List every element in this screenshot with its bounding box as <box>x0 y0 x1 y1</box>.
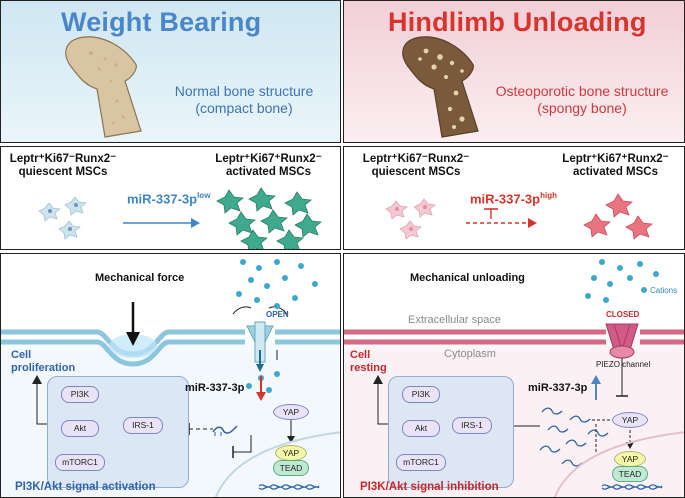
quiescent-msc-label: Leptr⁺Ki67⁻Runx2⁻ quiescent MSCs <box>354 153 478 179</box>
activated-msc-name: Leptr⁺Ki67⁺Runx2⁻ <box>562 153 669 165</box>
closed-label: CLOSED <box>606 310 640 319</box>
outcome-line2: resting <box>350 362 387 374</box>
extracellular-label: Extracellular space <box>408 314 501 326</box>
yap-node: YAP <box>612 412 648 428</box>
dna <box>601 484 663 490</box>
akt-node: Akt <box>402 420 440 437</box>
piezo-channel-label: PIEZO channel <box>596 360 651 369</box>
panel-mechanotransduction-unloading: Mechanical unloading Cations Extracellul… <box>343 253 685 498</box>
activation-arrowhead <box>191 218 200 228</box>
cations <box>236 259 318 393</box>
outcome-line1: Cell <box>11 349 32 361</box>
quiescent-msc-sub: quiescent MSCs <box>18 166 108 178</box>
irs1-node: IRS-1 <box>123 417 163 434</box>
mirna-high-base: miR-337-3p <box>470 191 541 207</box>
mirna-low-label: miR-337-3plow <box>127 191 210 206</box>
open-label: OPEN <box>266 310 289 319</box>
panel-msc-weight-bearing: Leptr⁺Ki67⁻Runx2⁻ quiescent MSCs Leptr⁺K… <box>0 146 341 250</box>
mirna-arrow-label: miR-337-3p <box>528 382 588 394</box>
cations-label: Cations <box>650 286 678 295</box>
quiescent-msc-name: Leptr⁺Ki67⁻Runx2⁻ <box>362 153 470 165</box>
tead-node: TEAD <box>612 466 648 482</box>
mirna-low-sup: low <box>197 191 211 200</box>
closed-piezo-channel <box>605 323 639 359</box>
mechanical-force-label: Mechanical force <box>95 272 185 284</box>
cell-membrane <box>344 329 684 345</box>
activated-msc-label: Leptr⁺Ki67⁺Runx2⁻ activated MSCs <box>548 153 683 179</box>
title-weight-bearing: Weight Bearing <box>61 7 262 37</box>
quiescent-msc-label: Leptr⁺Ki67⁻Runx2⁻ quiescent MSCs <box>1 153 125 179</box>
activated-cells <box>216 187 322 249</box>
bone-desc-line2: (compact bone) <box>195 100 293 116</box>
msc-activation-graphic <box>38 187 322 249</box>
yap-node: YAP <box>273 404 309 420</box>
bone-osteoporotic-illustration <box>402 36 479 138</box>
outcome-line2: proliferation <box>11 362 76 374</box>
panel-weight-bearing-bone: Weight Bearing Normal bone structure (co… <box>0 0 341 143</box>
panel-hindlimb-unloading-bone: Hindlimb Unloading Osteoporotic bone str… <box>343 0 685 143</box>
mtorc1-node: mTORC1 <box>396 454 446 471</box>
mirna-up-arrow <box>591 375 601 384</box>
open-piezo-channel <box>232 306 288 372</box>
activated-msc-label: Leptr⁺Ki67⁺Runx2⁻ activated MSCs <box>201 153 336 179</box>
mirna-hairpin <box>212 425 238 434</box>
cytoplasm-label: Cytoplasm <box>444 348 496 360</box>
panel-msc-unloading: Leptr⁺Ki67⁻Runx2⁻ quiescent MSCs Leptr⁺K… <box>343 146 685 250</box>
pi3k-node: PI3K <box>61 386 99 403</box>
dna <box>258 484 320 490</box>
activated-msc-sub: activated MSCs <box>225 166 311 178</box>
bone-desc-line1: Osteoporotic bone structure <box>495 83 669 99</box>
mtorc1-node: mTORC1 <box>55 454 105 471</box>
activated-cells <box>583 193 653 240</box>
pathway-caption: PI3K/Akt signal activation <box>15 481 156 493</box>
bone-desc-line1: Normal bone structure <box>174 83 314 99</box>
panel-mechanotransduction-weight-bearing: Mechanical force OPEN Cell proliferation… <box>0 253 341 498</box>
mirna-high-sup: high <box>540 191 557 200</box>
title-hindlimb-unloading: Hindlimb Unloading <box>388 7 647 37</box>
cations <box>585 259 659 303</box>
quiescent-cells <box>385 198 436 240</box>
bone-normal-illustration <box>65 36 142 138</box>
outcome-label: Cell resting <box>350 349 387 375</box>
tead-node: TEAD <box>273 460 309 476</box>
activation-arrowhead <box>528 218 537 228</box>
signaling-diagram-right <box>344 259 684 497</box>
bone-desc-line2: (spongy bone) <box>537 100 627 116</box>
quiescent-cells <box>38 196 87 240</box>
mechanical-unloading-label: Mechanical unloading <box>410 272 525 284</box>
mirna-down-arrow <box>256 392 266 401</box>
activated-msc-sub: activated MSCs <box>572 166 658 178</box>
yap-nuclear-node: YAP <box>614 451 646 467</box>
quiescent-msc-sub: quiescent MSCs <box>371 166 461 178</box>
pi3k-node: PI3K <box>402 386 440 403</box>
pathway-caption: PI3K/Akt signal inhibition <box>360 481 499 493</box>
outcome-line1: Cell <box>350 349 371 361</box>
msc-activation-blocked-graphic <box>385 193 653 240</box>
mirna-hairpins <box>539 407 609 467</box>
outcome-label: Cell proliferation <box>11 349 75 375</box>
nucleus-membrane <box>214 431 340 497</box>
akt-node: Akt <box>61 420 99 437</box>
activated-msc-name: Leptr⁺Ki67⁺Runx2⁻ <box>215 153 322 165</box>
irs1-node: IRS-1 <box>452 417 492 434</box>
mirna-arrow-label: miR-337-3p <box>185 382 245 394</box>
yap-nuclear-node: YAP <box>275 445 307 461</box>
mirna-high-label: miR-337-3phigh <box>470 191 557 206</box>
mirna-low-base: miR-337-3p <box>127 191 198 207</box>
nucleus-membrane <box>553 431 684 497</box>
quiescent-msc-name: Leptr⁺Ki67⁻Runx2⁻ <box>9 153 117 165</box>
